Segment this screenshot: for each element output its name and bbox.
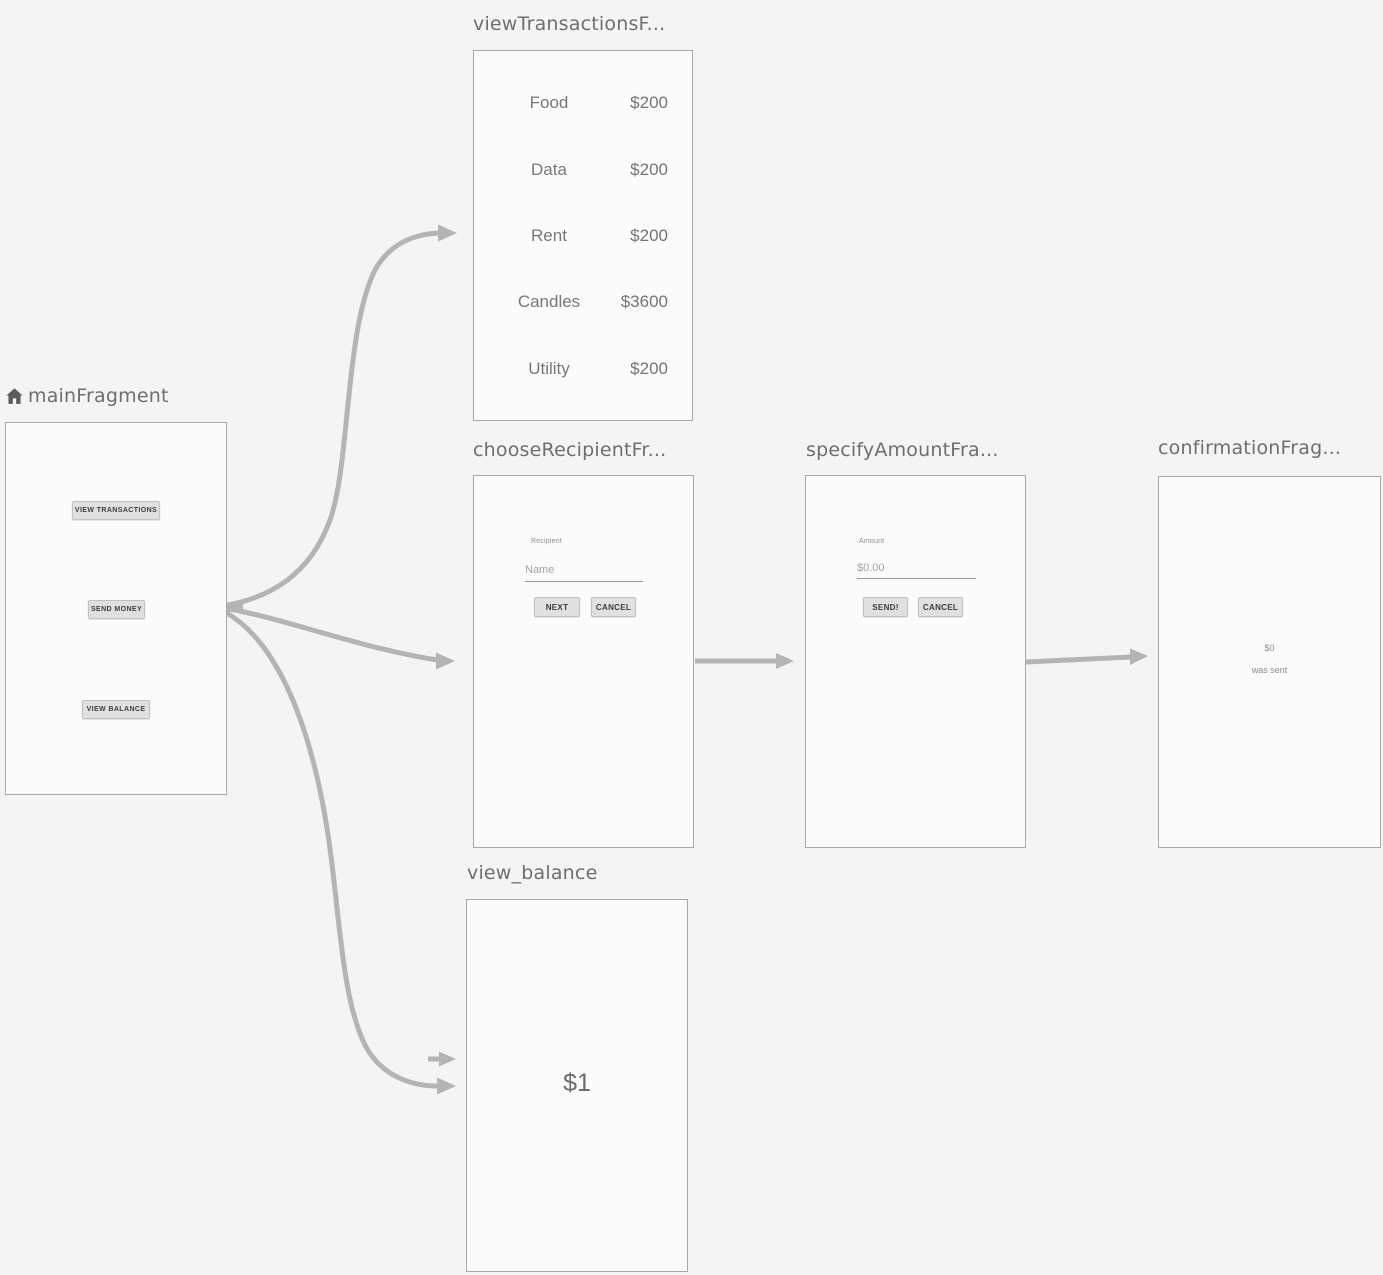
fragment-card-choose-recipient[interactable]: Recipient Name NEXT CANCEL: [473, 475, 694, 848]
transaction-amount: $3600: [620, 292, 668, 311]
transaction-label: Data: [531, 160, 567, 179]
input-underline: [857, 578, 976, 579]
transaction-amount: $200: [630, 226, 668, 245]
fragment-card-view-transactions[interactable]: Food $200 Data $200 Rent $200 Candles $3…: [473, 50, 693, 421]
arrowhead-icon: [438, 224, 457, 242]
preview-next-button: NEXT: [534, 597, 580, 617]
recipient-field-label: Recipient: [531, 538, 562, 545]
action-main-to-view-balance[interactable]: [223, 609, 456, 1095]
amount-input: $0.00: [857, 562, 885, 574]
fragment-card-main[interactable]: VIEW TRANSACTIONS SEND MONEY VIEW BALANC…: [5, 422, 227, 795]
preview-view-balance-button: VIEW BALANCE: [82, 700, 150, 719]
arrowhead-icon: [437, 1077, 456, 1095]
confirmation-amount: $0: [1264, 643, 1275, 653]
fragment-title-choose-recipient[interactable]: chooseRecipientFr...: [473, 439, 667, 461]
arrowhead-icon: [1130, 648, 1148, 665]
fragment-title-view-transactions[interactable]: viewTransactionsF...: [473, 13, 666, 35]
action-stub-to-view-balance[interactable]: [428, 1051, 456, 1067]
transaction-row: Food $200: [474, 93, 692, 117]
transaction-label: Utility: [528, 359, 570, 378]
fragment-title-label: mainFragment: [28, 385, 169, 407]
preview-view-transactions-button: VIEW TRANSACTIONS: [72, 501, 160, 520]
fragment-card-view-balance[interactable]: $1: [466, 899, 688, 1272]
home-icon: [6, 387, 23, 404]
amount-field-label: Amount: [859, 538, 885, 545]
preview-cancel-button: CANCEL: [591, 597, 636, 617]
recipient-name-input: Name: [525, 564, 555, 576]
action-specify-amount-to-confirmation[interactable]: [1025, 648, 1148, 666]
fragment-title-main[interactable]: mainFragment: [5, 385, 169, 407]
preview-cancel-button: CANCEL: [918, 597, 963, 617]
arrowhead-icon: [776, 653, 794, 669]
transaction-label: Rent: [531, 226, 567, 245]
transaction-row: Data $200: [474, 160, 692, 184]
preview-send-button: SEND!: [863, 597, 908, 617]
transaction-row: Rent $200: [474, 226, 692, 250]
fragment-title-specify-amount[interactable]: specifyAmountFra...: [806, 439, 999, 461]
transaction-row: Candles $3600: [474, 292, 692, 316]
transaction-amount: $200: [630, 359, 668, 378]
transaction-amount: $200: [630, 93, 668, 112]
confirmation-message: was sent: [1251, 665, 1288, 675]
transaction-row: Utility $200: [474, 359, 692, 383]
arrowhead-icon: [436, 652, 455, 670]
balance-amount: $1: [563, 1069, 591, 1097]
transaction-amount: $200: [630, 160, 668, 179]
action-main-to-view-transactions[interactable]: [222, 224, 457, 609]
input-underline: [525, 581, 643, 582]
preview-send-money-button: SEND MONEY: [88, 600, 145, 619]
fragment-title-view-balance[interactable]: view_balance: [467, 862, 598, 884]
fragment-card-confirmation[interactable]: $0 was sent: [1158, 476, 1381, 848]
action-choose-recipient-to-specify-amount[interactable]: [695, 653, 794, 669]
fragment-title-confirmation[interactable]: confirmationFrag...: [1158, 437, 1342, 459]
transaction-label: Food: [529, 93, 569, 112]
fragment-card-specify-amount[interactable]: Amount $0.00 SEND! CANCEL: [805, 475, 1026, 848]
transaction-label: Candles: [517, 292, 581, 311]
arrowhead-icon: [439, 1051, 456, 1067]
